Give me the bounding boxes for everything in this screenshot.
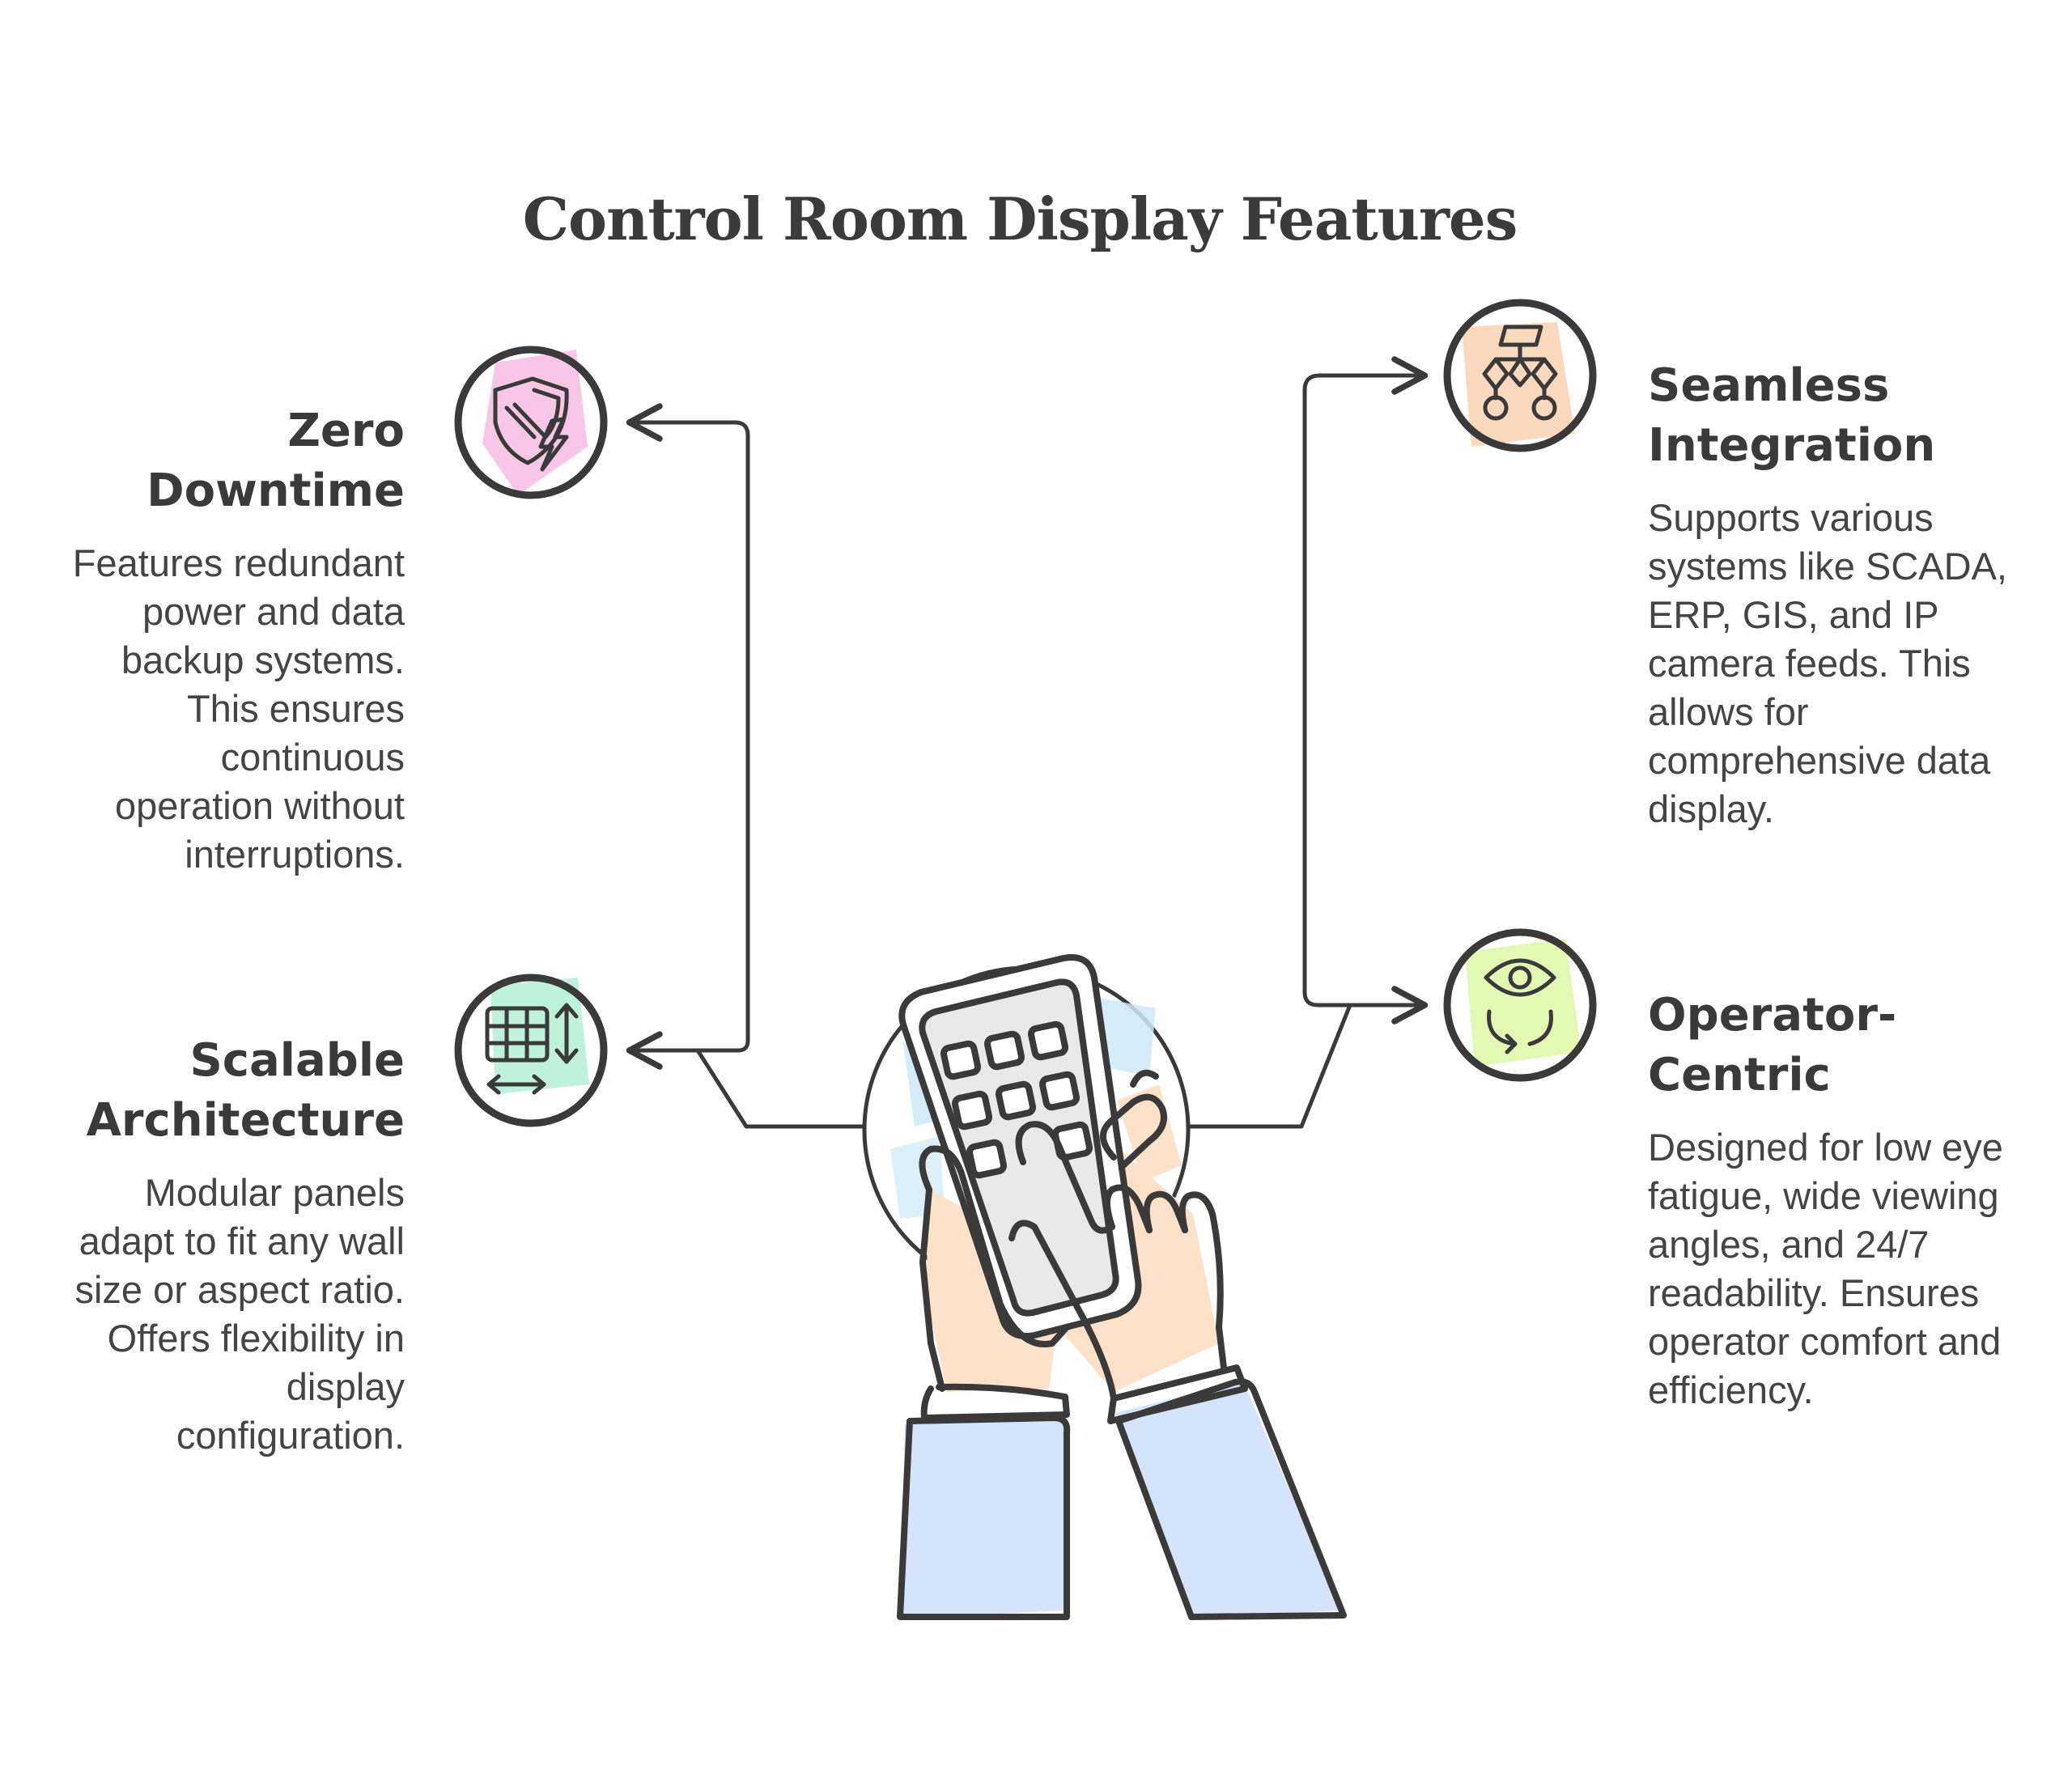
connector-lines — [626, 356, 1429, 1129]
feature-description: Features redundant power and data backup… — [72, 541, 405, 876]
feature-title: Scalable Architecture — [86, 1034, 405, 1147]
feature-title: Seamless Integration — [1648, 359, 1936, 472]
grid-resize-icon — [454, 974, 608, 1127]
feature-description: Modular panels adapt to fit any wall siz… — [74, 1171, 405, 1457]
feature-zero-downtime: Zero Downtime Features redundant power a… — [65, 401, 405, 879]
feature-scalable-architecture: Scalable Architecture Modular panels ada… — [49, 1031, 405, 1460]
feature-operator-centric: Operator-Centric Designed for low eye fa… — [1648, 986, 2028, 1415]
diagram-title: Control Room Display Features — [522, 185, 1518, 253]
eye-cycle-icon — [1443, 928, 1597, 1082]
feature-description: Supports various systems like SCADA, ERP… — [1648, 496, 2007, 830]
connector-seamless — [1302, 356, 1429, 1008]
hand-remote-control-icon — [862, 954, 1347, 1620]
feature-title: Zero Downtime — [146, 405, 405, 517]
connector-zero-downtime — [626, 403, 750, 1053]
connector-right-base — [1187, 1003, 1352, 1129]
feature-description: Designed for low eye fatigue, wide viewi… — [1648, 1126, 2003, 1411]
flowchart-icon — [1443, 299, 1597, 452]
feature-seamless-integration: Seamless Integration Supports various sy… — [1648, 356, 2036, 834]
shield-bolt-icon — [454, 346, 608, 499]
feature-title: Operator-Centric — [1648, 989, 1897, 1101]
connector-left-base — [695, 1048, 867, 1129]
